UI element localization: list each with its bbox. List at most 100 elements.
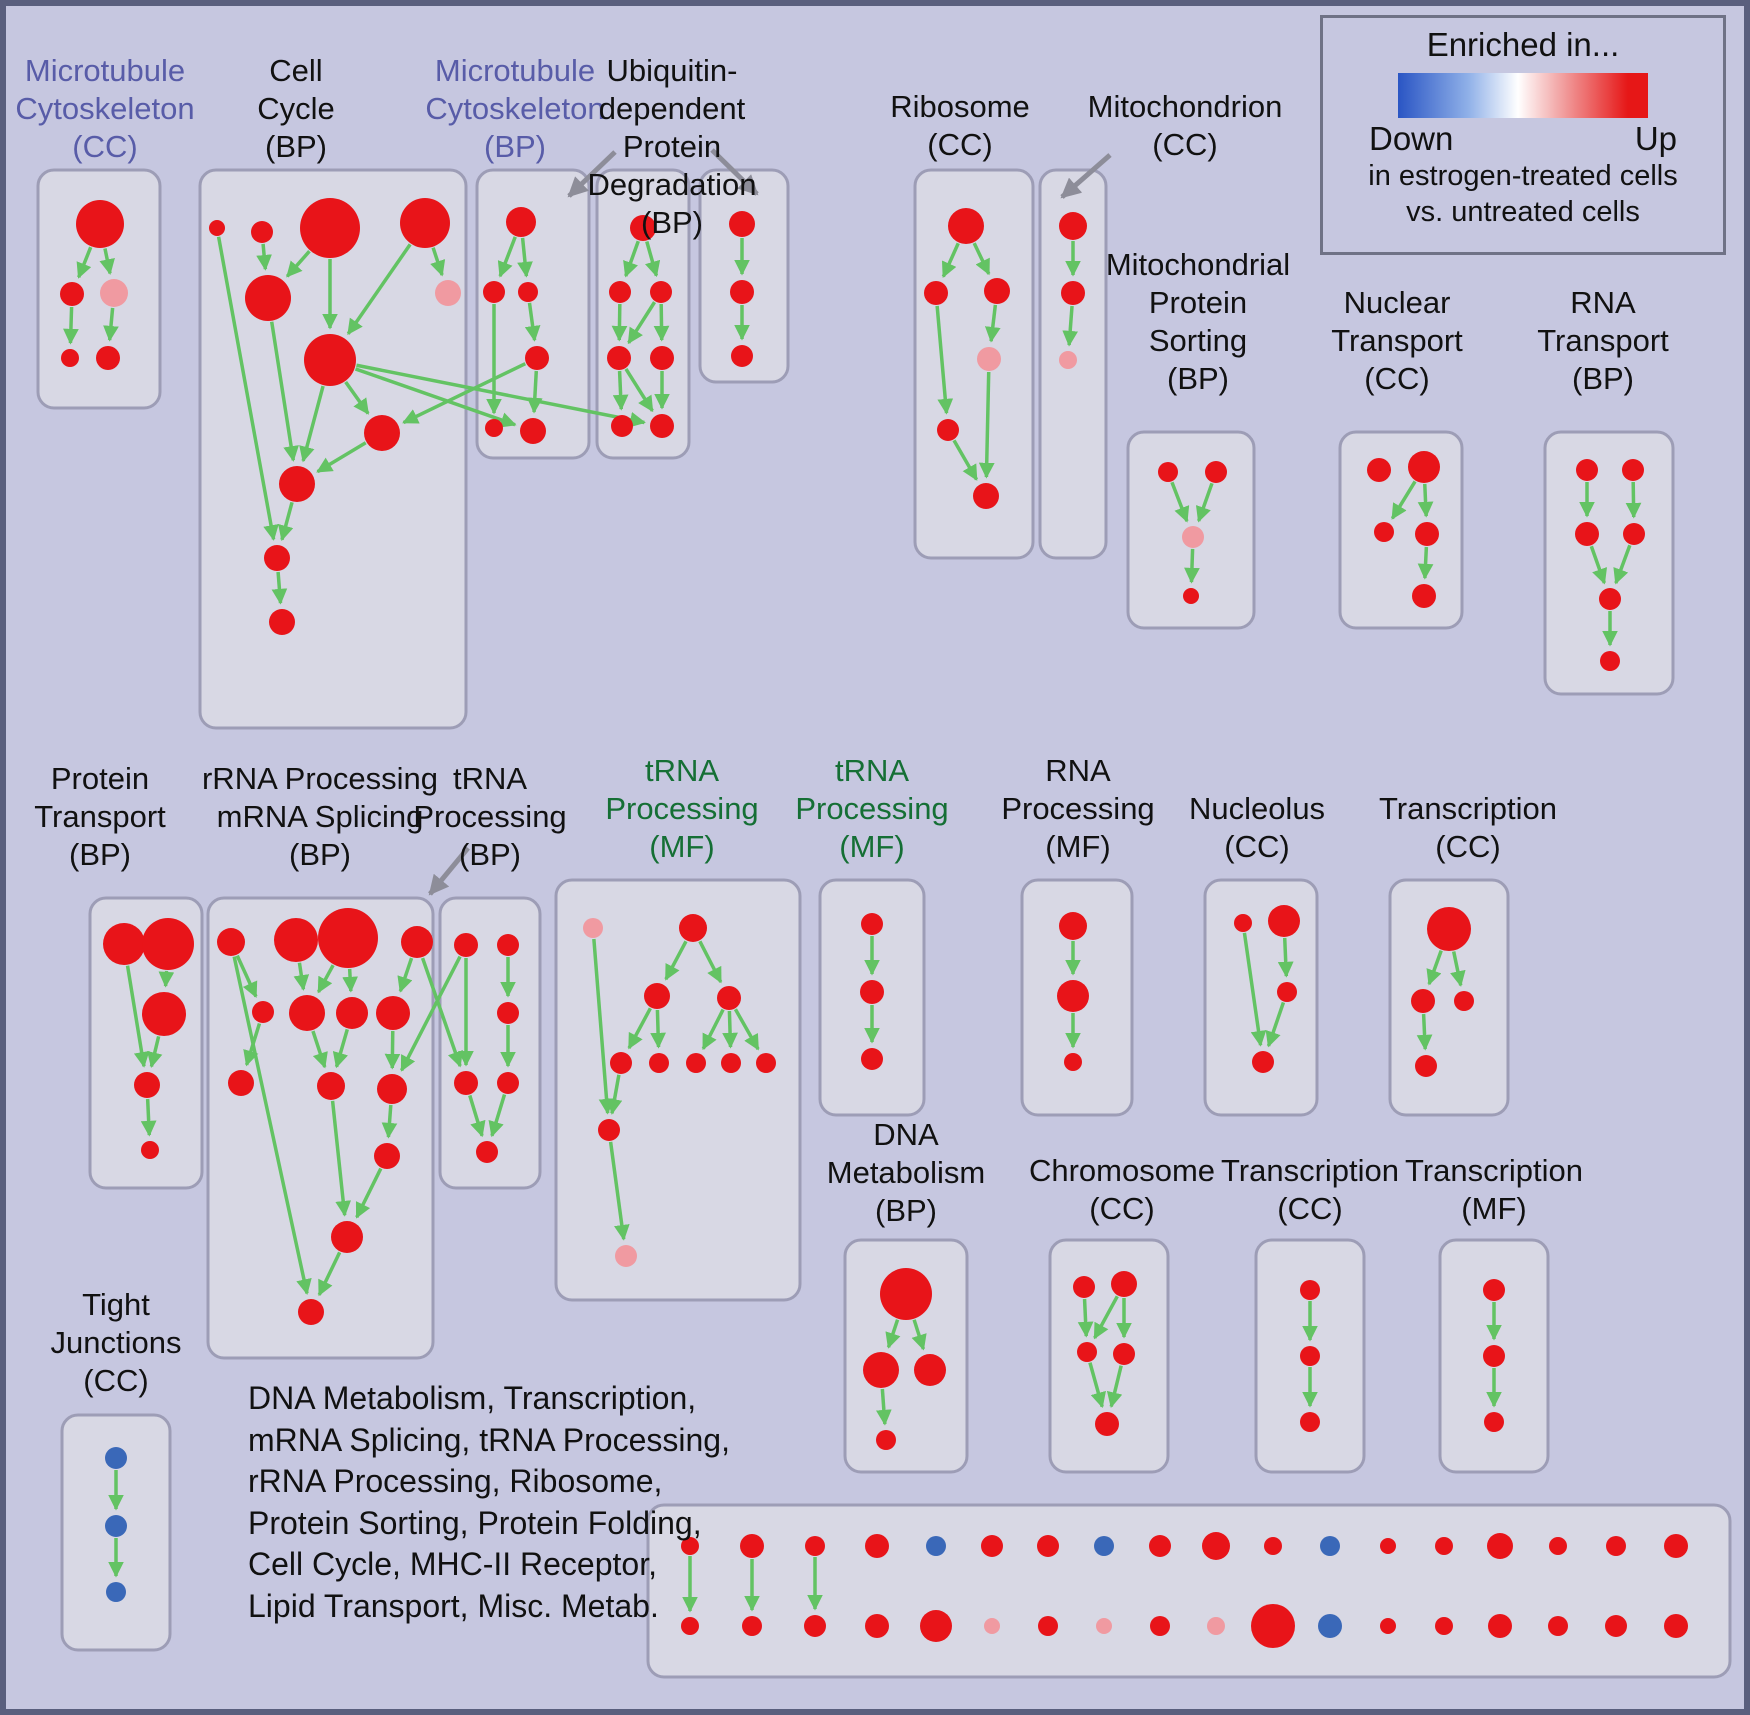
enrichment-edge xyxy=(316,441,367,474)
enrichment-edge xyxy=(701,1008,725,1051)
label-callout-arrow-trna-bp-to-box xyxy=(428,846,470,896)
go-term-node xyxy=(497,1002,519,1024)
enrichment-edge xyxy=(1195,482,1214,523)
enrichment-edge xyxy=(99,248,115,275)
misc-text-line: rRNA Processing, Ribosome, xyxy=(248,1463,663,1499)
go-term-node xyxy=(300,198,360,258)
enrichment-edge xyxy=(147,1035,163,1069)
go-term-node xyxy=(61,349,79,367)
go-term-node xyxy=(274,918,318,962)
go-term-node xyxy=(1488,1614,1512,1638)
enrichment-edge xyxy=(232,956,312,1295)
legend-up-label: Up xyxy=(1634,120,1677,157)
go-term-node xyxy=(1576,459,1598,481)
label-callout-arrow-ubiquitin-to-right-box xyxy=(710,148,759,196)
go-term-node xyxy=(1095,1412,1119,1436)
go-term-node xyxy=(1059,912,1087,940)
go-term-node xyxy=(861,1048,883,1070)
enrichment-edge xyxy=(430,247,446,277)
enrichment-edge xyxy=(330,1100,352,1217)
go-term-node xyxy=(981,1535,1003,1557)
go-term-node xyxy=(1277,982,1297,1002)
enrichment-edge xyxy=(216,236,279,541)
go-term-node xyxy=(681,1537,699,1555)
go-term-node xyxy=(756,1053,776,1073)
go-term-node xyxy=(717,986,741,1010)
go-term-node xyxy=(1182,526,1204,548)
go-term-node xyxy=(1057,980,1089,1012)
enrichment-edge xyxy=(317,1251,342,1297)
go-term-node xyxy=(1149,1535,1171,1557)
enrichment-edge xyxy=(400,955,462,1072)
go-term-node xyxy=(476,1141,498,1163)
go-term-node xyxy=(861,913,883,935)
enrichment-edge xyxy=(355,1167,383,1219)
go-term-node xyxy=(1374,522,1394,542)
go-term-node xyxy=(1605,1615,1627,1637)
go-term-node xyxy=(984,278,1010,304)
go-term-node xyxy=(1251,1604,1295,1648)
go-term-node xyxy=(610,1052,632,1074)
enrichment-edge xyxy=(611,303,628,342)
enrichment-edge xyxy=(524,302,541,342)
cluster-box-prot-trans xyxy=(88,896,204,1190)
go-term-node xyxy=(1268,905,1300,937)
enrichment-edge xyxy=(1077,1298,1094,1338)
go-term-node xyxy=(686,1053,706,1073)
go-term-node xyxy=(650,414,674,438)
legend-gradient-bar xyxy=(1398,73,1648,118)
enrichment-edge xyxy=(1277,937,1294,978)
go-term-node xyxy=(649,1053,669,1073)
misc-text-line: DNA Metabolism, Transcription, xyxy=(248,1380,697,1416)
go-term-node xyxy=(96,346,120,370)
go-term-node xyxy=(650,281,672,303)
go-term-node xyxy=(681,1617,699,1635)
go-term-node xyxy=(1454,991,1474,1011)
enrichment-edge xyxy=(612,370,629,411)
enrichment-edge xyxy=(1242,932,1267,1047)
enrichment-edge xyxy=(125,965,150,1068)
enrichment-edge xyxy=(1625,481,1642,519)
enrichment-edge xyxy=(627,1007,652,1050)
enrichment-edge xyxy=(269,321,299,462)
go-term-node xyxy=(1038,1616,1058,1636)
go-term-node xyxy=(269,609,295,635)
enrichment-edge xyxy=(526,370,543,414)
go-term-node xyxy=(435,280,461,306)
go-term-node xyxy=(298,1299,324,1325)
go-term-node xyxy=(650,346,674,370)
enrichment-edge xyxy=(256,243,272,271)
enrichment-edge xyxy=(722,1010,738,1049)
enrichment-edge xyxy=(885,1319,901,1349)
go-term-node xyxy=(141,1141,159,1159)
go-term-node xyxy=(1234,914,1252,932)
go-term-node xyxy=(134,1072,160,1098)
enrichment-edge xyxy=(978,371,995,479)
go-term-node xyxy=(76,200,124,248)
enrichment-edge xyxy=(1426,950,1443,986)
go-term-node xyxy=(865,1534,889,1558)
go-term-node xyxy=(729,211,755,237)
enrichment-edge xyxy=(608,1141,630,1241)
go-term-node xyxy=(1435,1537,1453,1555)
go-term-node xyxy=(926,1536,946,1556)
go-term-node xyxy=(1205,461,1227,483)
enrichment-edge xyxy=(644,241,661,278)
enrichment-edge xyxy=(397,957,414,993)
enrichment-edge xyxy=(592,938,615,1115)
go-term-node xyxy=(454,1071,478,1095)
go-term-node xyxy=(609,281,631,303)
cluster-box-chromosome xyxy=(1048,1238,1170,1474)
enrichment-edge xyxy=(1170,481,1190,523)
enrichment-edge xyxy=(76,246,93,279)
go-term-node xyxy=(317,1072,345,1100)
go-term-node xyxy=(401,926,433,958)
go-term-node xyxy=(304,334,356,386)
go-term-node xyxy=(1435,1617,1453,1635)
enrichment-edge xyxy=(972,242,991,276)
go-term-node xyxy=(611,415,633,437)
enrichment-edge xyxy=(1416,1013,1433,1051)
enrichment-edge xyxy=(497,236,517,278)
go-term-node xyxy=(264,545,290,571)
